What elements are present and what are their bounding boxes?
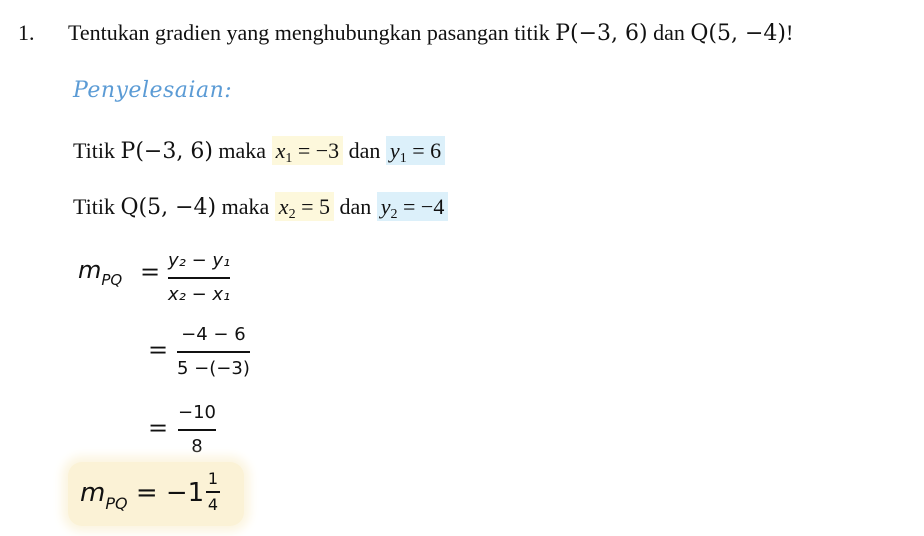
line2-maka: maka: [216, 194, 275, 219]
fraction-bar: [206, 491, 220, 493]
solution-heading: Penyelesaian:: [73, 78, 233, 103]
line1-prefix: Titik: [73, 138, 121, 163]
fraction-numerator: −4 − 6: [181, 324, 246, 345]
line1-dan: dan: [343, 138, 386, 163]
x2-value: x2 = 5: [274, 192, 334, 222]
fraction-bar: [178, 429, 216, 431]
fraction-numerator: −10: [178, 402, 216, 423]
y2-value: y2 = −4: [376, 192, 449, 222]
line1-maka: maka: [212, 138, 272, 163]
equals-sign: =: [148, 414, 169, 442]
final-fraction: 1 4: [206, 470, 220, 514]
point-q: Q(5, −4): [690, 21, 787, 46]
fraction-denominator: x₂ − x₁: [168, 283, 231, 305]
line2-dan: dan: [333, 194, 377, 219]
fraction-bar: [177, 351, 250, 353]
line2-point: Q(5, −4): [120, 195, 217, 220]
problem-conj: dan: [647, 20, 691, 45]
final-fraction-numerator: 1: [207, 469, 219, 488]
fraction-substituted: −4 − 6 5 −(−3): [177, 324, 250, 380]
fraction-formula: y₂ − y₁ x₂ − x₁: [168, 250, 231, 306]
x1-value: x1 = −3: [271, 136, 344, 166]
problem-text-suffix: !: [786, 20, 794, 45]
solution-line-1: Titik P(−3, 6) maka x1 = −3 dan y1 = 6: [73, 136, 446, 166]
fraction-numerator: y₂ − y₁: [168, 250, 231, 271]
point-p: P(−3, 6): [555, 21, 648, 46]
final-answer-highlight: [68, 462, 244, 526]
problem-statement: Tentukan gradien yang menghubungkan pasa…: [68, 20, 793, 46]
line2-prefix: Titik: [73, 194, 121, 219]
fraction-denominator: 5 −(−3): [177, 357, 250, 379]
fraction-bar: [168, 277, 231, 279]
equals-sign: =: [148, 336, 169, 364]
solution-line-2: Titik Q(5, −4) maka x2 = 5 dan y2 = −4: [73, 192, 449, 222]
fraction-simplified: −10 8: [178, 402, 216, 458]
final-answer: mPQ = −1: [80, 478, 205, 513]
line1-point: P(−3, 6): [120, 139, 213, 164]
final-fraction-denominator: 4: [207, 494, 219, 514]
gradient-lhs: mPQ: [78, 256, 123, 289]
y1-value: y1 = 6: [385, 136, 446, 166]
equals-sign: =: [140, 258, 161, 286]
problem-number: 1.: [18, 20, 35, 45]
problem-text-prefix: Tentukan gradien yang menghubungkan pasa…: [68, 20, 556, 45]
fraction-denominator: 8: [191, 435, 203, 457]
